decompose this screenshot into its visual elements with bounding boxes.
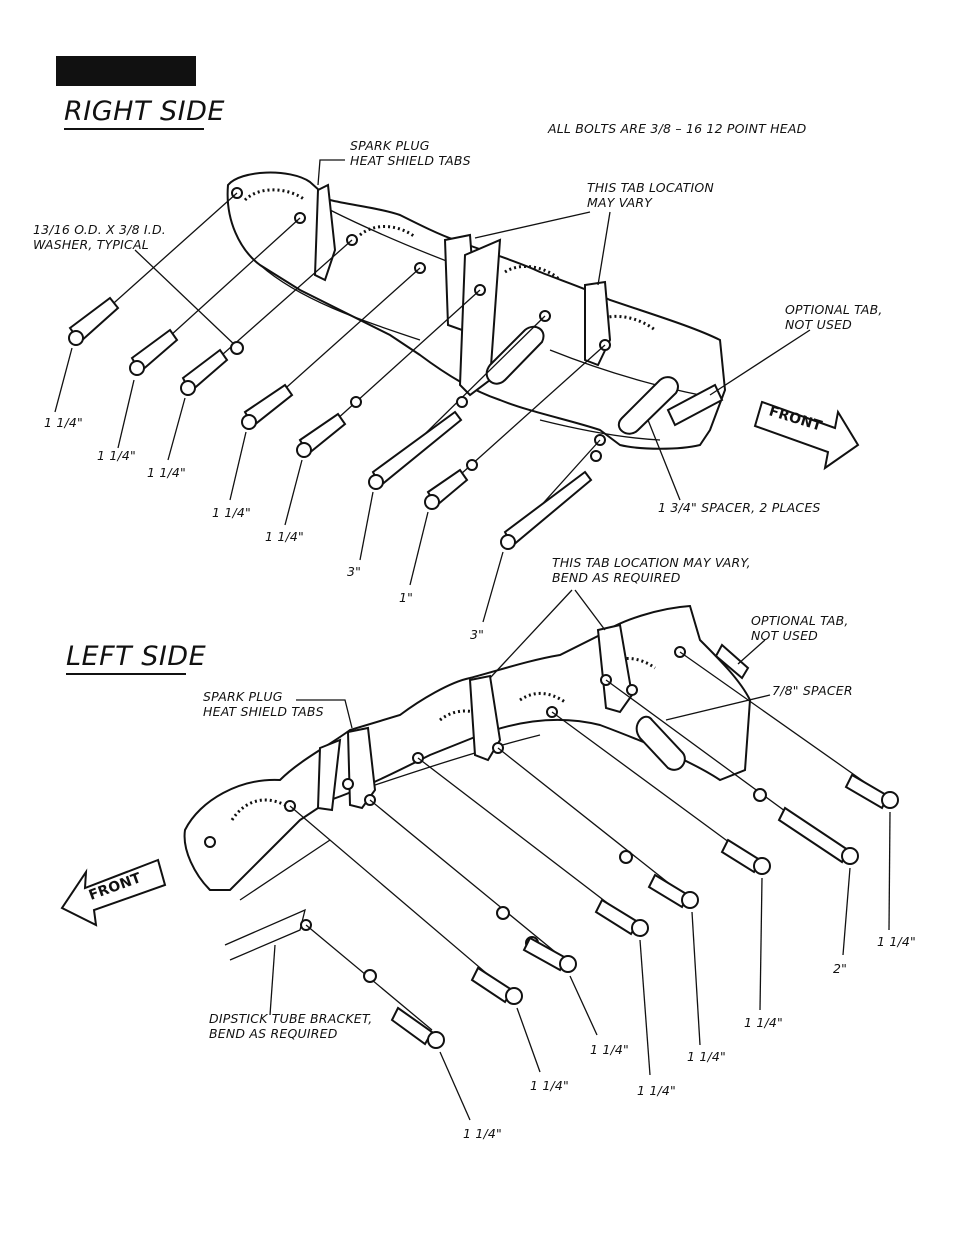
washer-label: 13/16 O.D. x 3/8 I.D. WASHER, TYPICAL xyxy=(33,222,166,252)
tab-location-label-right: THIS TAB LOCATION MAY VARY xyxy=(587,180,714,210)
optional-tab-label-left: OPTIONAL TAB, NOT USED xyxy=(751,613,849,643)
tab-location-label-left: THIS TAB LOCATION MAY VARY, BEND AS REQU… xyxy=(552,555,751,585)
bolt-r3 xyxy=(180,348,229,396)
bolt-r7 xyxy=(424,468,469,510)
bolt-length-l6: 1 1/4" xyxy=(637,1083,676,1098)
bolt-length-l4: 1 1/4" xyxy=(687,1049,726,1064)
bolt-r4 xyxy=(241,383,294,430)
bolt-length-l2: 2" xyxy=(833,961,848,976)
bolt-length-r6: 3" xyxy=(347,564,362,579)
spacer-label-right: 1 3/4" SPACER, 2 PLACES xyxy=(658,500,821,515)
optional-tab-line1: OPTIONAL TAB, xyxy=(785,302,883,317)
spark-plug-left-line1: SPARK PLUG xyxy=(203,689,283,704)
washer-line1: 13/16 O.D. x 3/8 I.D. xyxy=(33,222,166,237)
left-side-title: LEFT SIDE xyxy=(66,641,207,672)
left-side-title-underline xyxy=(66,673,186,675)
front-arrow-right xyxy=(753,400,860,471)
bolt-length-l3: 1 1/4" xyxy=(744,1015,783,1030)
bolt-l1 xyxy=(390,1006,445,1049)
right-bolts xyxy=(54,159,811,623)
bolt-l3 xyxy=(522,936,577,973)
right-manifold xyxy=(226,171,727,450)
bolt-r5 xyxy=(296,412,347,458)
bolt-r1 xyxy=(68,296,120,346)
optional-tab-left-line2: NOT USED xyxy=(751,628,819,643)
optional-tab-line2: NOT USED xyxy=(785,317,853,332)
bolt-length-r7: 1" xyxy=(399,590,414,605)
bolt-spec-note: ALL BOLTS ARE 3/8 – 16 12 POINT HEAD xyxy=(548,121,807,136)
bolt-r6 xyxy=(368,410,463,490)
tab-location-line1: THIS TAB LOCATION xyxy=(587,180,714,195)
section-header-bar xyxy=(56,56,196,86)
bolt-length-r4: 1 1/4" xyxy=(212,505,251,520)
bolt-length-r1: 1 1/4" xyxy=(44,415,83,430)
spark-plug-tabs-line2: HEAT SHIELD TABS xyxy=(350,153,471,168)
spacer-label-left: 7/8" SPACER xyxy=(772,683,853,698)
tab-location-left-line2: BEND AS REQUIRED xyxy=(552,570,681,585)
bolt-length-l1: 1 1/4" xyxy=(877,934,916,949)
right-side-title-underline xyxy=(64,128,204,130)
tab-location-line2: MAY VARY xyxy=(587,195,653,210)
dipstick-bracket-label: DIPSTICK TUBE BRACKET, BEND AS REQUIRED xyxy=(209,1011,372,1041)
bolt-length-r8: 3" xyxy=(470,627,485,642)
bolt-length-l8: 1 1/4" xyxy=(463,1126,502,1141)
bolt-length-r3: 1 1/4" xyxy=(147,465,186,480)
bolt-l5 xyxy=(647,873,699,909)
tab-location-left-line1: THIS TAB LOCATION MAY VARY, xyxy=(552,555,751,570)
dipstick-line1: DIPSTICK TUBE BRACKET, xyxy=(209,1011,373,1026)
spark-plug-tabs-label-right: SPARK PLUG HEAT SHIELD TABS xyxy=(350,138,471,168)
spark-plug-tabs-label-left: SPARK PLUG HEAT SHIELD TABS xyxy=(203,689,324,719)
bolt-r2 xyxy=(129,328,179,376)
optional-tab-label-right: OPTIONAL TAB, NOT USED xyxy=(785,302,883,332)
dipstick-line2: BEND AS REQUIRED xyxy=(209,1026,338,1041)
spark-plug-tabs-line1: SPARK PLUG xyxy=(350,138,430,153)
bolt-l4 xyxy=(594,898,649,937)
optional-tab-left-line1: OPTIONAL TAB, xyxy=(751,613,849,628)
bolt-l2 xyxy=(470,966,523,1005)
right-side-title: RIGHT SIDE xyxy=(64,96,225,127)
bolt-r8 xyxy=(500,470,593,550)
left-bolts xyxy=(269,589,899,1121)
front-arrow-left xyxy=(60,858,167,927)
left-manifold xyxy=(183,604,752,961)
bolt-length-l7: 1 1/4" xyxy=(530,1078,569,1093)
bolt-l7 xyxy=(777,806,859,865)
bolt-l8 xyxy=(844,773,899,810)
bolt-length-r5: 1 1/4" xyxy=(265,529,304,544)
spark-plug-left-line2: HEAT SHIELD TABS xyxy=(203,704,324,719)
bolt-l6 xyxy=(720,838,771,875)
bolt-length-l5: 1 1/4" xyxy=(590,1042,629,1057)
bolt-length-r2: 1 1/4" xyxy=(97,448,136,463)
washer-line2: WASHER, TYPICAL xyxy=(33,237,149,252)
